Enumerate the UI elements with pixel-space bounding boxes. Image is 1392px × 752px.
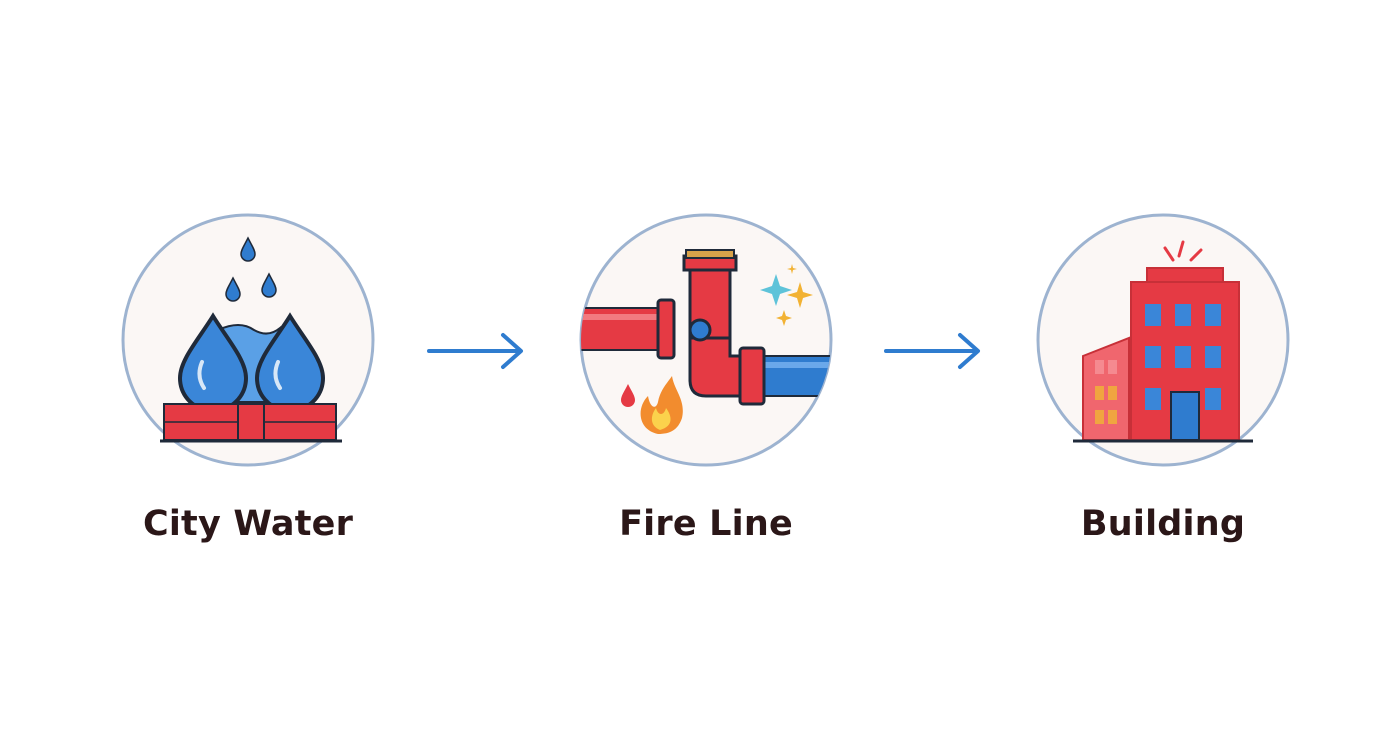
step-label: City Water	[142, 504, 354, 544]
building-icon	[1035, 212, 1291, 468]
step-fire-line: Fire Line	[576, 212, 836, 544]
pipe-valve-icon	[578, 212, 834, 468]
water-drops-icon	[120, 212, 376, 468]
step-label: Fire Line	[619, 504, 793, 544]
arrow-right-icon	[427, 333, 523, 369]
step-label: Building	[1080, 504, 1246, 544]
step-city-water: City Water	[118, 212, 378, 544]
step-building: Building	[1033, 212, 1293, 544]
arrow-right-icon	[884, 333, 980, 369]
